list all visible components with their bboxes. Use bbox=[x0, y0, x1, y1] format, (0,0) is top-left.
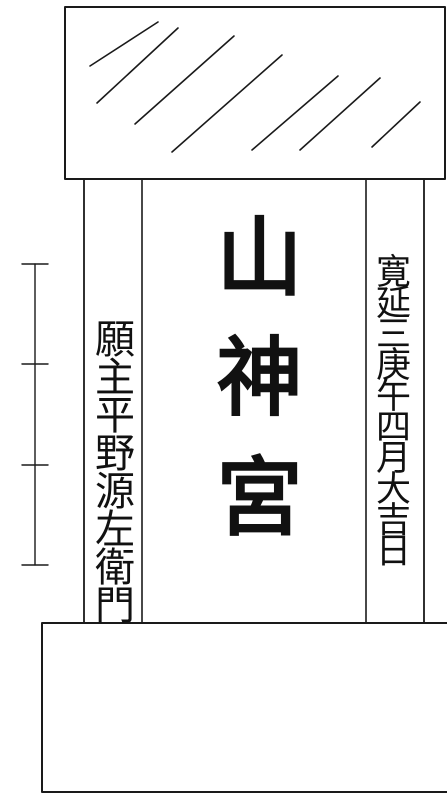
shrine-name-inscription: 山神宮 bbox=[201, 212, 302, 572]
hatch-line bbox=[89, 21, 159, 67]
hatch-line bbox=[134, 35, 235, 125]
top-cap-outline bbox=[64, 6, 446, 180]
hatch-line bbox=[371, 101, 421, 148]
pillar-body bbox=[83, 178, 425, 624]
base-outline bbox=[41, 622, 447, 793]
date-inscription: 寛延三庚午四月大吉日 bbox=[370, 253, 410, 563]
hatch-line bbox=[171, 54, 283, 153]
hatch-line bbox=[299, 77, 381, 151]
hatch-line bbox=[251, 75, 339, 151]
top-cap bbox=[64, 6, 446, 180]
donor-inscription: 願主平野源左衛門 bbox=[88, 318, 134, 622]
hatch-line bbox=[96, 27, 179, 104]
measurement-scale bbox=[21, 263, 49, 566]
base-block bbox=[41, 622, 447, 793]
